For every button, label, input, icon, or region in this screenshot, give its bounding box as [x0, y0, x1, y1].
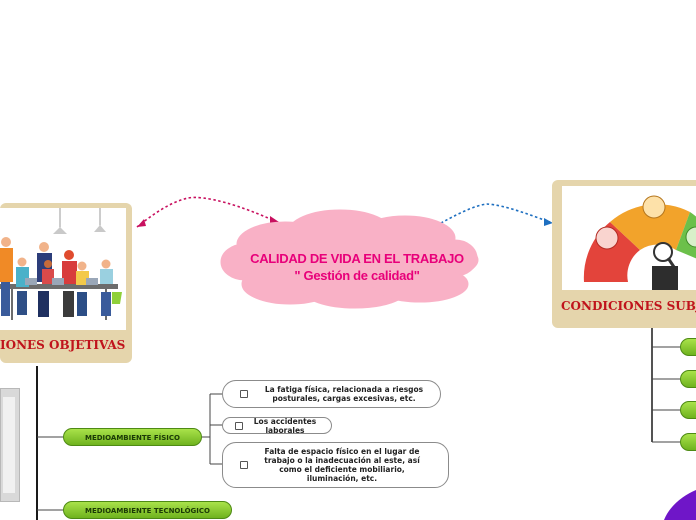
right-condition-title: CONDICIONES SUBJ	[561, 299, 696, 313]
leaf-bracket	[202, 393, 222, 465]
left-side-image-fragment	[0, 388, 20, 502]
purple-decoration	[664, 490, 696, 520]
arrow-right-end	[544, 218, 553, 226]
checkbox-icon[interactable]	[240, 390, 248, 398]
mood-gauge-illustration	[552, 180, 696, 328]
right-pill-1[interactable]	[680, 338, 696, 356]
connector-right	[431, 203, 551, 229]
right-pill-3[interactable]	[680, 401, 696, 419]
connector-left	[136, 196, 278, 228]
right-pill-2[interactable]	[680, 370, 696, 388]
leaf-accidentes-laborales[interactable]: Los accidentes laborales	[222, 416, 332, 435]
leaf-text: Falta de espacio físico en el lugar de t…	[264, 447, 420, 483]
checkbox-icon[interactable]	[235, 421, 243, 430]
central-topic[interactable]: CALIDAD DE VIDA EN EL TRABAJO " Gestión …	[232, 250, 482, 284]
branch-medioambiente-tecnologico[interactable]: MEDIOAMBIENTE TECNOLÓGICO	[63, 501, 232, 519]
arrow-left-end	[137, 219, 146, 227]
left-condition-title: IONES OBJETIVAS	[0, 338, 126, 352]
leaf-fatiga-fisica[interactable]: La fatiga física, relacionada a riesgos …	[222, 380, 441, 408]
leaf-text: Los accidentes laborales	[253, 416, 317, 435]
team-office-illustration	[0, 203, 132, 363]
leaf-falta-espacio[interactable]: Falta de espacio físico en el lugar de t…	[222, 442, 449, 488]
central-cloud[interactable]	[220, 209, 479, 309]
checkbox-icon[interactable]	[240, 461, 248, 469]
central-topic-line2: " Gestión de calidad"	[294, 268, 420, 283]
central-topic-line1: CALIDAD DE VIDA EN EL TRABAJO	[250, 251, 464, 266]
right-pill-4[interactable]	[680, 433, 696, 451]
branch-medioambiente-fisico[interactable]: MEDIOAMBIENTE FÍSICO	[63, 428, 202, 446]
leaf-text: La fatiga física, relacionada a riesgos …	[264, 385, 424, 403]
